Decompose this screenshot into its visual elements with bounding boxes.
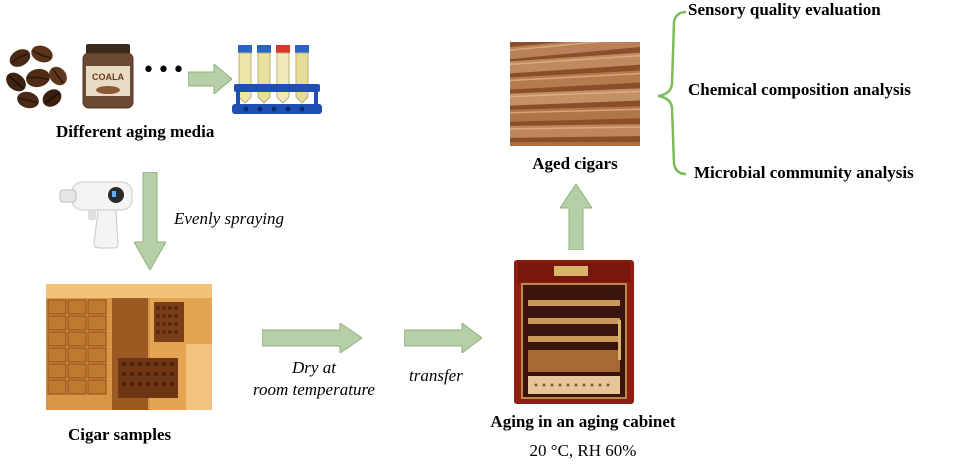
arrow-down <box>134 172 166 270</box>
analysis-item-microbial: Microbial community analysis <box>694 163 914 182</box>
cigar-samples-photo <box>46 284 212 410</box>
arrow-up <box>560 184 592 250</box>
analysis-item-chemical: Chemical composition analysis <box>688 80 911 99</box>
coffee-beans-icon <box>6 45 67 109</box>
dry-label-line2: room temperature <box>253 380 375 399</box>
arrow-right-small <box>188 64 232 94</box>
aged-cigars-photo <box>510 42 640 146</box>
dry-label-line1: Dry at <box>292 358 336 377</box>
cigar-samples-label: Cigar samples <box>68 425 172 444</box>
aging-media-title: Different aging media <box>56 122 215 141</box>
analysis-bracket <box>657 10 687 176</box>
ellipsis-dots: ••• <box>142 58 187 83</box>
spray-gun-icon <box>59 181 133 249</box>
aging-cabinet-icon <box>514 260 634 404</box>
jar-label: COALA <box>92 72 124 82</box>
analysis-item-sensory: Sensory quality evaluation <box>688 0 881 19</box>
spraying-label: Evenly spraying <box>174 209 284 228</box>
cabinet-conditions: 20 °C, RH 60% <box>529 441 637 460</box>
cabinet-title: Aging in an aging cabinet <box>490 412 676 431</box>
transfer-label: transfer <box>409 366 463 385</box>
cocoa-jar-icon: COALA <box>82 44 134 109</box>
test-tubes-rack-icon <box>232 45 322 114</box>
arrow-right-transfer <box>404 323 482 353</box>
arrow-right-dry <box>262 323 362 353</box>
aged-cigars-label: Aged cigars <box>532 154 618 173</box>
